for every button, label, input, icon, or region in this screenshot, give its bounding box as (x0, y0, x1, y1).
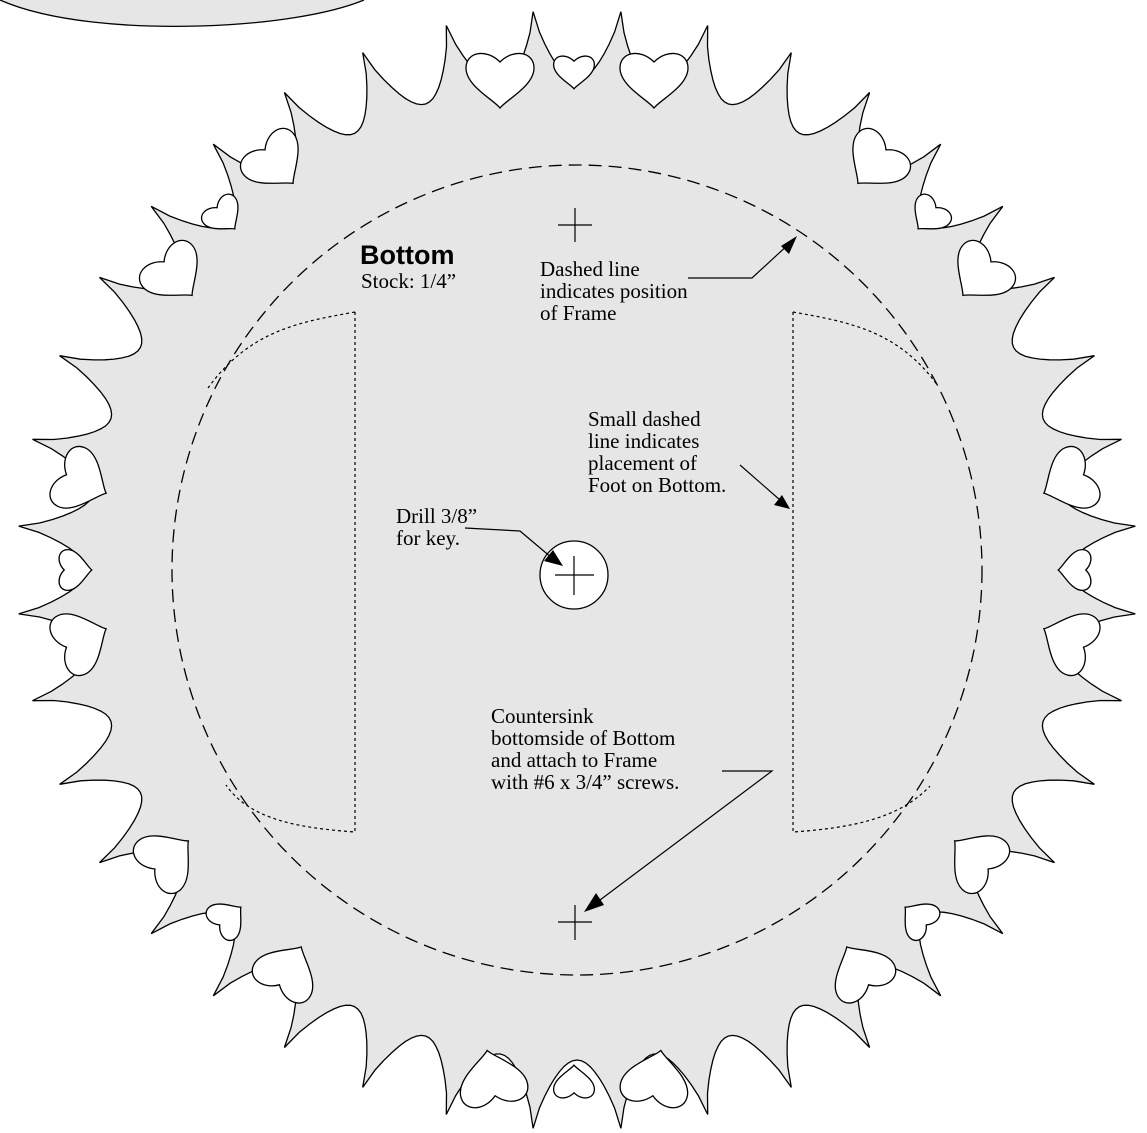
left-foot-dotted-outline (207, 311, 356, 833)
heart-cutout (1057, 548, 1092, 592)
screw-note-leader (599, 770, 774, 901)
note-line: bottomside of Bottom (491, 726, 676, 750)
note-line: Foot on Bottom. (588, 473, 727, 497)
bottom-centre-crosshair (558, 905, 592, 940)
heart-cutout (132, 835, 190, 895)
stock-thickness-label: Stock: 1/4” (361, 269, 457, 293)
heart-cutout (914, 193, 953, 230)
heart-cutout (205, 903, 242, 942)
heart-cutout (58, 548, 93, 592)
note-line: with #6 x 3/4” screws. (491, 770, 680, 794)
heart-cutout (619, 1049, 689, 1109)
drill-note: Drill 3/8” for key. (396, 505, 477, 549)
drill-note-arrowhead (544, 550, 563, 566)
foot-note-arrowhead (774, 495, 790, 509)
foot-placement-note: Small dashed line indicates placement of… (588, 408, 726, 496)
heart-cutout (138, 239, 198, 297)
part-title: Bottom (360, 240, 455, 270)
note-line: Countersink (491, 704, 594, 728)
note-line: indicates position (540, 279, 688, 303)
screw-note-arrowhead (584, 893, 604, 912)
heart-cutout (552, 1064, 596, 1099)
heart-cutout (904, 903, 941, 942)
drill-note-leader (464, 527, 553, 559)
heart-cutouts (49, 52, 1101, 1109)
note-line: line indicates (588, 429, 700, 453)
frame-position-dashed-circle (171, 164, 983, 976)
heart-cutout (239, 127, 299, 185)
key-hole-crosshair (555, 556, 594, 595)
note-line: of Frame (540, 301, 617, 325)
frame-note-arrowhead (781, 236, 797, 254)
right-foot-dotted-outline (792, 311, 939, 833)
heart-cutout (852, 127, 912, 185)
note-line: Drill 3/8” (396, 504, 478, 528)
heart-cutout (953, 835, 1011, 895)
frame-note-leader (688, 242, 791, 279)
top-centre-crosshair (558, 208, 592, 242)
heart-cutout (619, 52, 689, 110)
note-line: Dashed line (540, 257, 640, 281)
heart-cutout (49, 613, 108, 677)
heart-cutout (49, 445, 108, 509)
note-line: Small dashed (588, 407, 701, 431)
heart-cutout (251, 946, 314, 1004)
heart-cutout (1042, 445, 1101, 509)
countersink-note: Countersink bottomside of Bottom and att… (491, 705, 679, 793)
heart-cutout (1042, 613, 1101, 677)
note-line: placement of (588, 451, 698, 475)
note-line: for key. (396, 526, 460, 550)
heart-cutout (957, 239, 1017, 297)
note-line: and attach to Frame (491, 748, 658, 772)
heart-cutout (834, 946, 897, 1004)
adjacent-piece-outline (0, 0, 365, 28)
heart-cutout (200, 193, 239, 230)
heart-cutout (552, 55, 596, 90)
frame-position-note: Dashed line indicates position of Frame (540, 258, 688, 324)
heart-cutout (459, 1049, 529, 1109)
heart-cutout (465, 52, 535, 110)
foot-note-leader (739, 464, 781, 501)
